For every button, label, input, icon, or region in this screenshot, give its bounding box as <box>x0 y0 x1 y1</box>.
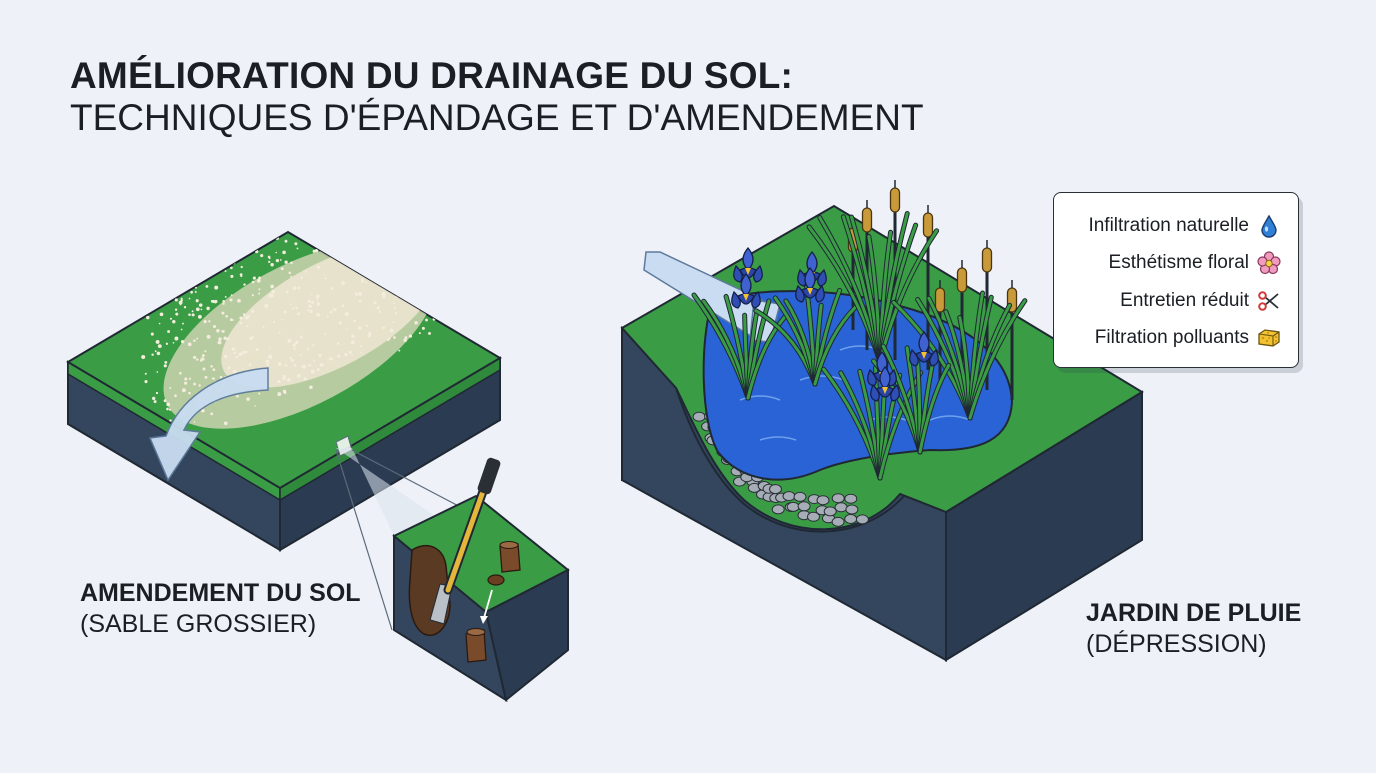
iris-flower-icon <box>909 330 939 367</box>
sponge-icon <box>1256 325 1282 351</box>
soil-detail-cube <box>392 457 570 703</box>
iris-flower-icon <box>795 266 825 303</box>
soil-amendment-label-line1: AMENDEMENT DU SOL <box>80 579 361 607</box>
legend-label: Entretien réduit <box>1120 289 1249 311</box>
soil-amendment-label: AMENDEMENT DU SOL (SABLE GROSSIER) <box>80 578 361 640</box>
water-drop-icon <box>1256 213 1282 239</box>
soil-plug-small <box>487 574 505 586</box>
legend-item-floral: Esthétisme floral <box>1064 245 1282 283</box>
iris-flower-icon <box>870 365 900 402</box>
benefits-legend: Infiltration naturelle Esthétisme floral… <box>1053 192 1299 368</box>
rain-garden-label: JARDIN DE PLUIE (DÉPRESSION) <box>1086 598 1301 660</box>
title-line-2: TECHNIQUES D'ÉPANDAGE ET D'AMENDEMENT <box>70 97 924 138</box>
auger-handle <box>477 457 501 495</box>
rain-garden-label-line1: JARDIN DE PLUIE <box>1086 599 1302 627</box>
soil-amendment-label-line2: (SABLE GROSSIER) <box>80 610 317 638</box>
scissors-icon <box>1256 288 1282 314</box>
rain-garden-label-line2: (DÉPRESSION) <box>1086 630 1267 658</box>
legend-item-maintenance: Entretien réduit <box>1064 282 1282 320</box>
plug-arrow <box>483 589 493 619</box>
iris-flower-icon <box>731 272 761 309</box>
legend-label: Infiltration naturelle <box>1088 214 1249 236</box>
soil-block-left <box>66 230 509 631</box>
legend-label: Esthétisme floral <box>1108 252 1249 274</box>
diagram-title: AMÉLIORATION DU DRAINAGE DU SOL: TECHNIQ… <box>70 56 924 140</box>
magnifier-line-left <box>335 449 393 631</box>
rain-garden-plants <box>691 180 1028 481</box>
legend-item-filtration: Filtration polluants <box>1064 320 1282 358</box>
legend-label: Filtration polluants <box>1094 327 1249 349</box>
legend-item-infiltration: Infiltration naturelle <box>1064 207 1282 245</box>
title-line-1: AMÉLIORATION DU DRAINAGE DU SOL: <box>70 55 794 96</box>
surface-flow-arrow <box>148 367 269 482</box>
flower-icon <box>1256 250 1282 276</box>
iris-flower-icon <box>733 246 763 283</box>
detail-cube-side <box>484 568 569 702</box>
